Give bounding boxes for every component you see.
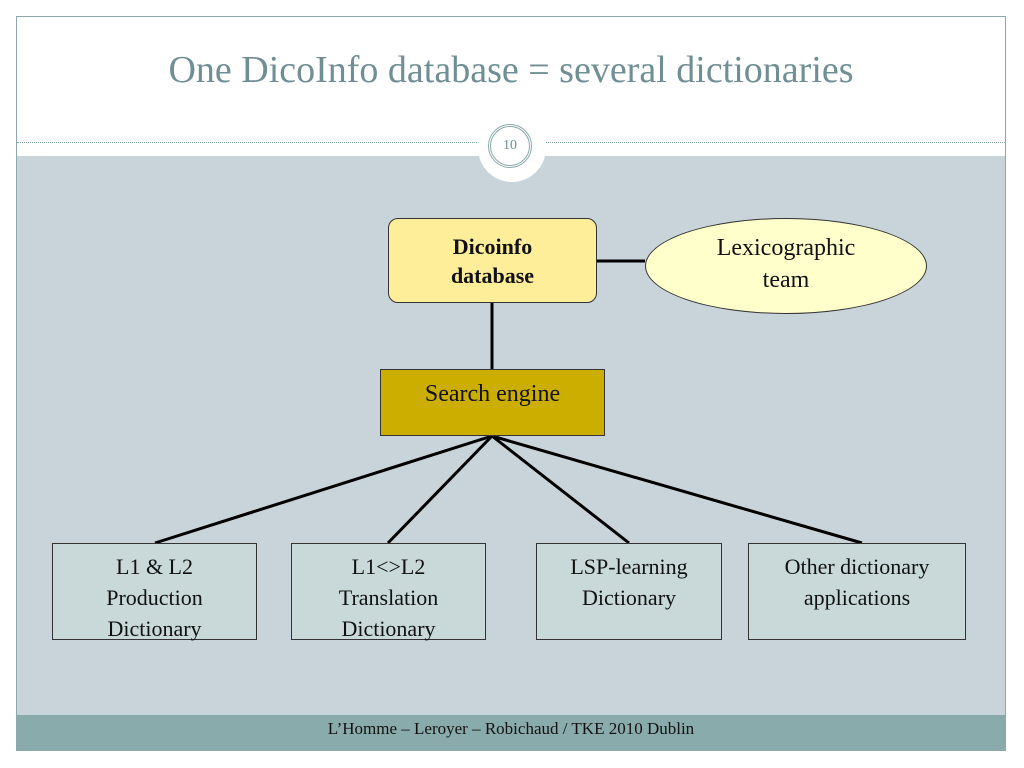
page-number: 10 [488, 124, 532, 168]
search-engine-node: Search engine [380, 369, 605, 436]
footer-text: L’Homme – Leroyer – Robichaud / TKE 2010… [327, 719, 695, 738]
connector-engine-output-1 [154, 434, 493, 545]
connector-engine-output-4 [491, 434, 863, 545]
search-engine-label: Search engine [424, 381, 561, 407]
team-label: Lexicographic team [716, 235, 856, 293]
output-label: Other dictionary applications [784, 554, 930, 610]
output-label: L1 & L2 Production Dictionary [106, 554, 203, 641]
connector-engine-output-3 [491, 434, 630, 545]
output-label: L1<>L2 Translation Dictionary [338, 554, 439, 641]
output-label: LSP-learning Dictionary [570, 554, 688, 610]
slide-title: One DicoInfo database = several dictiona… [168, 49, 854, 91]
output-node-other: Other dictionary applications [748, 543, 966, 640]
database-label: Dicoinfo database [450, 233, 535, 288]
output-node-translation: L1<>L2 Translation Dictionary [291, 543, 486, 641]
database-node: Dicoinfo database [388, 218, 597, 303]
footer-bar [17, 715, 1005, 750]
output-node-lsp-learning: LSP-learning Dictionary [536, 543, 722, 640]
team-node: Lexicographic team [645, 218, 927, 314]
connector-engine-output-2 [386, 434, 494, 545]
output-node-production: L1 & L2 Production Dictionary [52, 543, 257, 641]
